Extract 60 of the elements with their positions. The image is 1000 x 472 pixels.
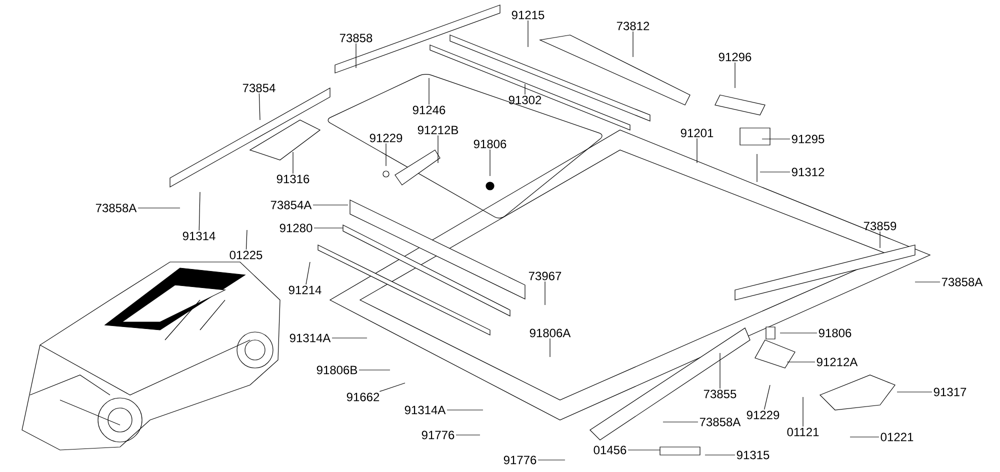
part-number: 91806 [818, 328, 852, 338]
part-number: 91776 [504, 456, 536, 464]
part-number: 91229 [746, 410, 780, 420]
part-number: 91314 [182, 232, 216, 240]
part-number: 01221 [880, 432, 914, 442]
part-number: 91317 [934, 388, 966, 396]
part-number: 91201 [680, 128, 714, 138]
leader-line [850, 436, 880, 438]
part-number: 73854 [242, 84, 276, 92]
part-number: 73967 [528, 272, 562, 280]
leader-line [544, 281, 546, 306]
leader-line [802, 396, 804, 427]
part-number: 73858 [340, 34, 372, 42]
leader-line [764, 384, 770, 410]
part-number: 91296 [718, 52, 752, 62]
part-number: 91280 [280, 224, 312, 232]
part-number: 91314A [290, 334, 331, 342]
part-number: 73858A [700, 418, 741, 426]
part-number: 91806A [530, 328, 571, 338]
part-number: 91315 [736, 450, 770, 460]
leader-line [696, 138, 698, 164]
leader-line [258, 93, 260, 120]
leader-line [292, 152, 294, 174]
leader-line [428, 78, 430, 105]
part-number: 91229 [370, 134, 402, 142]
part-number: 01121 [787, 428, 819, 436]
leader-line [456, 434, 480, 436]
part-number: 01456 [594, 446, 626, 454]
part-number: 01225 [230, 250, 262, 260]
part-number: 91212B [418, 126, 458, 134]
leader-line [762, 138, 790, 140]
leader-line [312, 204, 348, 206]
leader-line [780, 332, 818, 334]
part-number: 91806 [474, 140, 506, 148]
part-number: 91806B [316, 366, 358, 374]
leader-line [198, 192, 200, 231]
part-number: 73858A [942, 278, 983, 286]
part-number: 91215 [512, 10, 544, 20]
part-number: 91662 [346, 392, 380, 402]
part-number: 73854A [270, 200, 312, 210]
part-number: 91776 [422, 430, 454, 440]
part-number: 91214 [288, 286, 322, 294]
part-number: 91314A [404, 406, 446, 414]
leader-line [704, 454, 736, 456]
leader-line [246, 230, 248, 250]
part-number: 91302 [508, 96, 542, 104]
part-number: 91316 [276, 174, 310, 184]
part-number: 73858A [96, 204, 137, 212]
leader-line [379, 382, 406, 392]
leader-line [632, 31, 634, 58]
part-number: 73855 [704, 390, 736, 398]
part-number: 91212A [816, 358, 858, 366]
leader-line [524, 84, 526, 95]
part-number: 91295 [792, 134, 824, 144]
part-number: 91246 [412, 106, 446, 114]
part-number: 91312 [792, 168, 824, 176]
leader-line [734, 62, 736, 88]
part-number: 73859 [864, 222, 896, 230]
part-number: 73812 [616, 22, 650, 30]
leader-line [306, 262, 310, 285]
